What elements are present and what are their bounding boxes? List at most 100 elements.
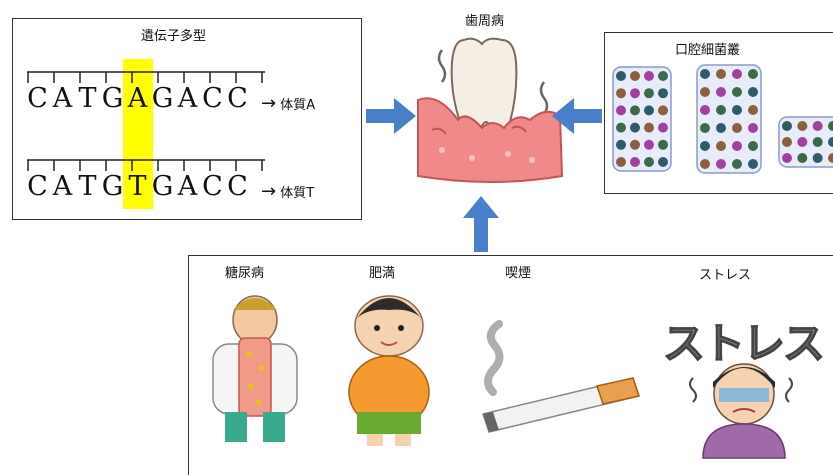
bacterium-icon <box>658 157 668 167</box>
risk-factors-box: 糖尿病 肥満 喫煙 ストレス ストレス <box>188 255 833 475</box>
bacterium-icon <box>630 157 640 167</box>
bacterium-icon <box>797 121 808 131</box>
dna-base: G <box>101 171 124 202</box>
dna-base: G <box>101 83 124 114</box>
bacterium-icon <box>616 88 626 99</box>
bacterium-icon <box>644 105 654 116</box>
bacterium-icon <box>616 122 626 133</box>
bacterium-icon <box>700 87 710 97</box>
bacterium-icon <box>644 122 654 133</box>
bacterium-icon <box>630 139 640 150</box>
stressed-person-icon <box>689 363 793 459</box>
bacterium-icon <box>644 88 654 99</box>
periodontal-disease-title: 歯周病 <box>465 14 505 29</box>
dna-base: G <box>151 171 174 202</box>
bacterium-icon <box>782 121 792 131</box>
bacterium-icon <box>716 87 726 97</box>
bacterium-icon <box>732 123 742 133</box>
bacterium-icon <box>644 139 654 150</box>
bacterium-icon <box>658 105 668 116</box>
snp-highlight <box>123 59 153 209</box>
bacterium-icon <box>644 157 654 167</box>
factor-smoking-label: 喫煙 <box>505 266 532 281</box>
obese-boy-icon <box>348 295 430 446</box>
bacterium-icon <box>616 105 626 116</box>
bacterium-icon <box>732 141 742 151</box>
dna-base: T <box>78 83 97 114</box>
oral-microbiome-box: 口腔細菌叢 <box>604 32 833 194</box>
bacterium-icon <box>732 105 742 115</box>
bacterium-icon <box>616 71 626 81</box>
dna-base: A <box>52 83 73 114</box>
tooth-gum-icon <box>417 37 564 183</box>
bacterium-icon <box>732 159 742 169</box>
factor-obesity-label: 肥満 <box>369 266 396 281</box>
arrow-right-icon: → <box>261 181 277 202</box>
bacterium-icon <box>748 87 758 97</box>
bacterium-icon <box>630 71 640 81</box>
bacterium-icon <box>716 105 726 115</box>
dna-base: T <box>128 171 147 202</box>
bacterium-icon <box>616 157 626 167</box>
bacterium-icon <box>630 88 640 99</box>
dna-base: A <box>177 83 198 114</box>
bacterium-icon <box>658 122 668 133</box>
bacterium-icon <box>658 139 668 150</box>
bacterium-icon <box>700 141 710 151</box>
factor-diabetes-label: 糖尿病 <box>225 266 265 281</box>
dna-base: G <box>151 83 174 114</box>
trait-t-label: 体質T <box>280 186 315 201</box>
dna-base: C <box>27 171 48 202</box>
arrow-up-icon <box>463 196 499 252</box>
bacterium-icon <box>812 153 823 163</box>
arrow-right-icon <box>366 98 416 134</box>
bacterium-icon <box>630 122 640 133</box>
bacterium-icon <box>716 141 726 151</box>
trait-a: → 体質A <box>261 93 315 114</box>
bacterium-icon <box>700 159 710 169</box>
bacterium-icon <box>828 137 833 147</box>
bacterium-icon <box>828 153 833 163</box>
sequence-ruler-bottom <box>27 159 265 171</box>
bacterium-icon <box>716 159 726 169</box>
bacterium-icon <box>616 139 626 150</box>
bacterium-icon <box>732 87 742 97</box>
bacterium-icon <box>782 137 792 147</box>
bacterium-icon <box>700 69 710 79</box>
cigarette-icon <box>482 320 640 433</box>
bacterium-icon <box>812 121 823 131</box>
dna-base: C <box>202 83 223 114</box>
bacterium-icon <box>748 123 758 133</box>
trait-a-label: 体質A <box>280 98 316 113</box>
dna-base: C <box>27 83 48 114</box>
genetic-polymorphism-title: 遺伝子多型 <box>141 29 207 44</box>
dna-base: A <box>52 171 73 202</box>
bacterium-icon <box>748 159 758 169</box>
bacterium-icon <box>658 88 668 99</box>
diabetes-person-icon <box>212 295 298 442</box>
bacterium-icon <box>782 153 792 163</box>
dna-base: T <box>78 171 97 202</box>
trait-t: → 体質T <box>261 181 314 202</box>
dna-base: C <box>227 83 248 114</box>
bacterium-icon <box>700 123 710 133</box>
bacterium-icon <box>797 153 808 163</box>
stress-banner-text: ストレス <box>662 318 826 369</box>
bacteria-colonies-icon <box>612 64 833 174</box>
bacterium-icon <box>748 141 758 151</box>
dna-base: A <box>177 171 198 202</box>
bacterium-icon <box>658 71 668 81</box>
factor-stress-label: ストレス <box>699 268 752 283</box>
arrow-left-icon <box>552 98 602 134</box>
bacterium-icon <box>812 137 823 147</box>
bacterium-icon <box>716 69 726 79</box>
sequence-ruler-top <box>27 71 265 83</box>
bacterium-icon <box>700 105 710 115</box>
dna-base: C <box>227 171 248 202</box>
bacterium-icon <box>748 69 758 79</box>
bacterium-icon <box>828 121 833 131</box>
bacterium-icon <box>748 105 758 115</box>
